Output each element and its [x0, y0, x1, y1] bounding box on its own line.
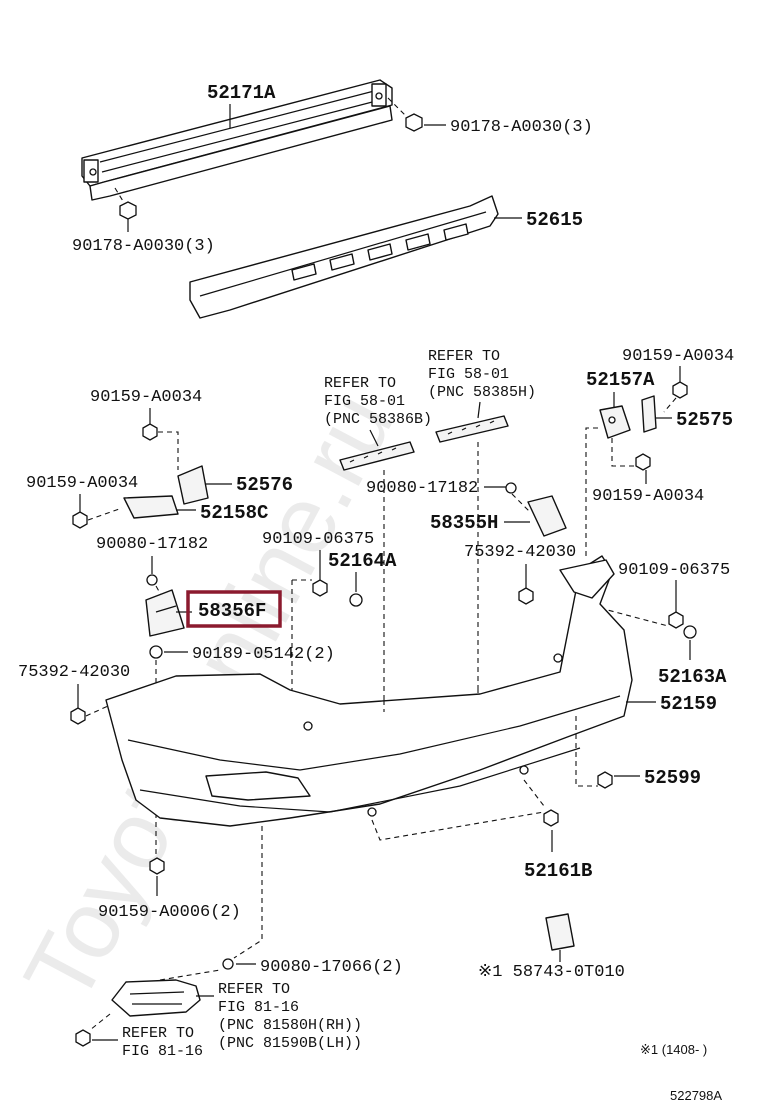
bolt-90178-top: [387, 97, 446, 132]
label-58356F[interactable]: 58356F: [198, 600, 266, 622]
label-52157A: 52157A: [586, 369, 655, 391]
label-52158C: 52158C: [200, 502, 268, 524]
label-52615: 52615: [526, 209, 583, 231]
label-75392-42030-right: 75392-42030: [464, 543, 576, 562]
part-52615: [189, 195, 499, 319]
label-52164A: 52164A: [328, 550, 397, 572]
label-75392-42030-left: 75392-42030: [18, 663, 130, 682]
label-90178-A0030-top: 90178-A0030(3): [450, 118, 593, 137]
label-90189-05142: 90189-05142(2): [192, 645, 335, 664]
diagram-id: 522798A: [670, 1088, 722, 1103]
label-52599: 52599: [644, 767, 701, 789]
label-90159-A0034-left1: 90159-A0034: [90, 388, 202, 407]
ref-58-01-h-line1: REFER TO: [428, 348, 500, 365]
ref-81-16-a-line1: REFER TO: [218, 981, 290, 998]
part-58386B: [339, 429, 415, 700]
label-90080-17066: 90080-17066(2): [260, 958, 403, 977]
part-52171A: [81, 79, 393, 201]
part-58356F: [145, 589, 185, 637]
ref-58-01-h-line2: FIG 58-01: [428, 366, 509, 383]
part-fog-lamp-81580H: [111, 979, 201, 1017]
ref-58-01-b-line2: FIG 58-01: [324, 393, 405, 410]
label-90080-17182-left: 90080-17182: [96, 535, 208, 554]
label-52575: 52575: [676, 409, 733, 431]
label-90080-17182-mid: 90080-17182: [366, 479, 478, 498]
part-58385H: [435, 401, 509, 688]
ref-81-16-pnc-rh: (PNC 81580H(RH)): [218, 1017, 362, 1034]
label-58355H: 58355H: [430, 512, 498, 534]
part-58355H: [527, 495, 567, 537]
part-52159: [105, 555, 633, 827]
label-90109-06375-right: 90109-06375: [618, 561, 730, 580]
label-52163A: 52163A: [658, 666, 727, 688]
label-52161B: 52161B: [524, 860, 592, 882]
ref-81-16-a-line2: FIG 81-16: [218, 999, 299, 1016]
footnote: ※1 (1408- ): [640, 1042, 707, 1057]
label-90109-06375-left: 90109-06375: [262, 530, 374, 549]
label-90159-A0034-right2: 90159-A0034: [592, 487, 704, 506]
ref-58-01-b-line1: REFER TO: [324, 375, 396, 392]
part-52576: [177, 465, 209, 505]
part-58743: [545, 913, 575, 951]
ref-81-16-b-line1: REFER TO: [122, 1025, 194, 1042]
label-90159-A0034-top-right: 90159-A0034: [622, 347, 734, 366]
label-58743-0T010: ※1 58743-0T010: [478, 963, 625, 982]
highlight-box-58356F: [186, 590, 282, 628]
ref-81-16-pnc-lh: (PNC 81590B(LH)): [218, 1035, 362, 1052]
part-52575: [641, 395, 657, 433]
label-90159-A0006: 90159-A0006(2): [98, 903, 241, 922]
label-90159-A0034-left2: 90159-A0034: [26, 474, 138, 493]
part-52158C: [123, 495, 179, 519]
ref-58-01-h-line3: (PNC 58385H): [428, 384, 536, 401]
label-90178-A0030-left: 90178-A0030(3): [72, 237, 215, 256]
label-52171A: 52171A: [207, 82, 276, 104]
label-52159: 52159: [660, 693, 717, 715]
ref-81-16-b-line2: FIG 81-16: [122, 1043, 203, 1060]
ref-58-01-b-line3: (PNC 58386B): [324, 411, 432, 428]
bolt-90178-left: [114, 187, 137, 232]
part-52157A: [599, 405, 631, 439]
label-52576: 52576: [236, 474, 293, 496]
